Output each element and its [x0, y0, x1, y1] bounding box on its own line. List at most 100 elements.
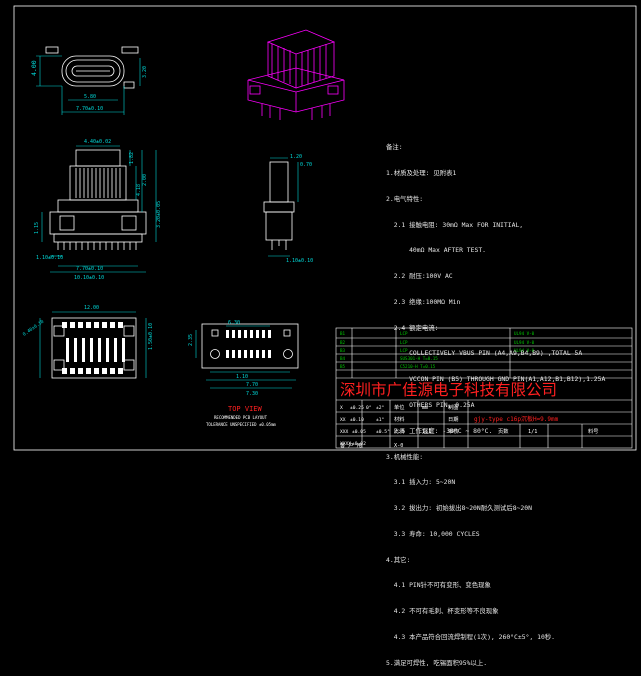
dim-top-right: 3.20	[142, 66, 148, 78]
pcb-view-sub2: TOLERANCE UNSPECIFIED ±0.05mm	[206, 422, 276, 427]
footprint-pins	[62, 322, 125, 374]
dim-front-b: 4.18	[136, 184, 142, 196]
svg-text:X: X	[340, 405, 343, 411]
dim-pcb-g: 7.30	[246, 391, 258, 397]
drawing-frame	[13, 5, 637, 451]
material-table: B1 LCP UL94 V-0 B2 LCP UL94 V-0 B3 LCP U…	[340, 331, 535, 369]
pcb-layout	[201, 323, 299, 369]
dim-front-left: 1.15	[34, 222, 40, 234]
svg-text:±0.10: ±0.10	[350, 417, 364, 423]
svg-text:LCP: LCP	[400, 331, 408, 336]
dim-side-top: 1.20	[290, 154, 302, 160]
svg-text:LCP: LCP	[400, 348, 408, 353]
svg-text:UL94 V-0: UL94 V-0	[514, 331, 535, 336]
note-line: 40mΩ Max AFTER TEST.	[386, 246, 487, 255]
svg-text:1/1: 1/1	[528, 429, 537, 435]
note-line: 2.5 工作温度: -30°C ~ 80°C.	[386, 426, 493, 435]
dim-pcb-a: 6.30	[228, 320, 240, 326]
svg-text:材料: 材料	[394, 415, 404, 423]
dim-side-b: 0.70	[300, 162, 312, 168]
dim-front-c: 2.00	[142, 174, 148, 186]
front-view	[49, 149, 147, 250]
product-name: gjy-type c16p沉板H=9.9mm	[474, 415, 559, 423]
svg-text:XX: XX	[340, 417, 346, 423]
note-line: COLLECTIVELY VBUS PIN (A4,A9,B4,B9) ,TOT…	[386, 349, 583, 358]
svg-text:±0.05: ±0.05	[352, 429, 366, 435]
svg-text:审核: 审核	[448, 427, 458, 435]
dim-pcb-e: 1.10	[236, 374, 248, 380]
svg-text:±1°: ±1°	[376, 417, 385, 423]
note-line: 2.4 额定电流:	[386, 323, 439, 332]
pcb-view-sub1: RECOMMENDED PCB LAYOUT	[214, 415, 268, 420]
dim-front-h: 3.20±0.05	[156, 201, 162, 228]
svg-text:UL94 V-0: UL94 V-0	[514, 348, 535, 353]
svg-text:±0.02: ±0.02	[352, 441, 366, 447]
svg-text:±0.5°: ±0.5°	[376, 429, 390, 435]
svg-text:mm: mm	[422, 405, 428, 411]
dim-top-height: 4.00	[30, 60, 38, 76]
note-line: 2.2 耐压:100V AC	[386, 272, 453, 281]
note-line: 2.电气特性:	[386, 194, 424, 203]
note-line: 3.2 拔出力: 初始拔出8~20N耐久测试后8~20N	[386, 504, 532, 513]
svg-text:单位: 单位	[394, 403, 404, 411]
note-line: VCCON PIN (B5) THROUGH GND PIN(A1,A12,B1…	[386, 375, 606, 384]
svg-text:UL94 V-0: UL94 V-0	[514, 340, 535, 345]
connector-3d-iso	[247, 29, 345, 120]
svg-text:1:1: 1:1	[422, 429, 431, 435]
note-line: 3.1 插入力: 5~20N	[386, 478, 456, 487]
dim-foot-right: 1.50±0.10	[148, 323, 154, 350]
svg-text:比例: 比例	[394, 427, 404, 435]
note-line: 2.3 绝缘:100MΩ Min	[386, 297, 461, 306]
svg-text:X-0: X-0	[394, 443, 403, 449]
dim-top-pitch: 5.80	[84, 94, 96, 100]
title-fields: 单位 mm 制图 材料 日期 比例 1:1 审核 页数 1/1 料号 客 户 用…	[340, 403, 598, 449]
top-outline-dims	[36, 55, 141, 115]
svg-text:B5: B5	[340, 364, 346, 369]
dim-top-width: 7.70±0.10	[76, 106, 103, 112]
svg-text:页数: 页数	[498, 427, 509, 435]
front-view-dims	[41, 145, 157, 273]
dim-foot-width: 12.00	[84, 305, 99, 311]
note-line: OTHERS PIN, 0.25A	[386, 401, 475, 409]
note-line: 2.1 接触电阻: 30mΩ Max FOR INITIAL,	[386, 220, 524, 229]
title-block	[335, 327, 633, 449]
note-line: 4.2 不可有毛刺、杯变形等不良现象	[386, 607, 499, 616]
dim-front-bottom1: 1.10±0.10	[36, 255, 63, 261]
cad-drawing-canvas: 4.00 5.80 7.70±0.10 3.20	[13, 5, 637, 451]
svg-text:±2°: ±2°	[376, 405, 385, 411]
footprint-dims	[39, 311, 147, 378]
tolerance-grid: X ±0.25 0° ±2° XX ±0.10 ±1° XXX ±0.05 ±0…	[340, 405, 390, 447]
footprint-view	[51, 317, 137, 379]
note-line: 备注:	[386, 143, 403, 152]
pcb-dims	[195, 325, 296, 389]
svg-text:C5210-H T=0.15: C5210-H T=0.15	[400, 364, 436, 369]
svg-text:±0.25: ±0.25	[350, 405, 364, 411]
dim-front-top: 4.40±0.02	[84, 139, 111, 145]
dim-foot-left: 0.40±0.10	[22, 319, 46, 338]
note-line: 4.1 PIN针不可有变形、变色现象	[386, 581, 491, 590]
company-name: 深圳市广佳源电子科技有限公司	[340, 381, 557, 399]
note-line: 4.其它:	[386, 555, 411, 564]
svg-text:B1: B1	[340, 331, 346, 336]
svg-text:0°: 0°	[366, 405, 372, 411]
svg-text:XXX: XXX	[340, 429, 349, 435]
svg-text:SUS301-H T=0.15: SUS301-H T=0.15	[400, 356, 438, 361]
pcb-view-title: TOP VIEW	[228, 405, 263, 413]
svg-text:料号: 料号	[588, 427, 598, 435]
dim-side-bottom: 1.10±0.10	[286, 258, 313, 264]
svg-text:制图: 制图	[448, 403, 458, 411]
dim-front-bottom3: 10.10±0.10	[74, 275, 104, 281]
note-line: 3.3 寿命: 10,000 CYCLES	[386, 529, 480, 538]
dim-front-a: 1.82	[129, 152, 135, 164]
svg-text:B2: B2	[340, 340, 346, 345]
side-view	[263, 161, 295, 250]
note-line: 1.材质及处理: 见附表1	[386, 168, 457, 177]
technical-notes: 备注: 1.材质及处理: 见附表1 2.电气特性: 2.1 接触电阻: 30mΩ…	[386, 126, 636, 676]
note-line: 5.满足可焊性, 吃锡面积95%以上.	[386, 658, 488, 667]
dim-pcb-c: 2.35	[188, 334, 194, 346]
svg-text:LCP: LCP	[400, 340, 408, 345]
svg-text:XXXX: XXXX	[340, 441, 351, 447]
side-view-dims	[268, 157, 299, 257]
pcb-pads	[226, 330, 271, 358]
top-outline-view	[45, 46, 139, 89]
